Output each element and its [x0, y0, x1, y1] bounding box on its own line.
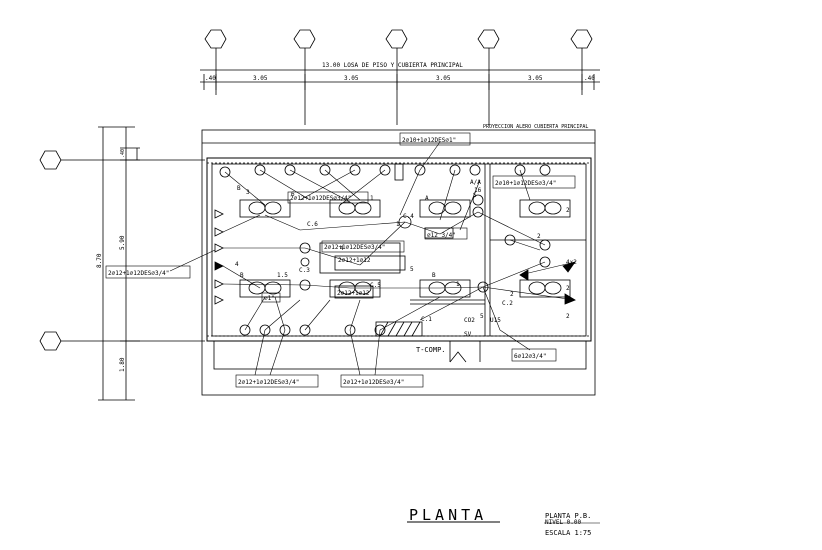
mark-c3: C.3 [299, 267, 310, 274]
mark-n5b: 5 [410, 266, 414, 273]
mark-n1b: 1 [370, 195, 374, 202]
mark-d12: ∅12 3/4" [427, 232, 456, 239]
drawing-title: PLANTA [409, 506, 487, 524]
mark-n2e: 2 [510, 291, 514, 298]
mark-n1: 1 [456, 281, 460, 288]
mark-d1: ∅1" [264, 295, 275, 302]
dim-top-2: 3.05 [344, 75, 359, 82]
beam-label-9: 2∅12+1∅12 [338, 257, 371, 264]
dim-top-1: 3.05 [253, 75, 268, 82]
beam-label-4: 2∅12+1∅12DES∅3/4" [324, 244, 385, 251]
drawing-subtitle: PLANTA P.B. [545, 512, 591, 520]
circuit-wiring [222, 169, 576, 331]
mark-c5: C.5 [370, 282, 381, 289]
top-dimension [200, 69, 600, 90]
mark-c6: C.6 [307, 221, 318, 228]
mark-co2: CO2 [464, 317, 475, 324]
mark-b2: B [240, 272, 244, 279]
mark-c1: C.1 [421, 316, 432, 323]
beam-label-8: 6∅12∅3/4" [514, 353, 547, 360]
beam-label-3: 2∅12+1∅12DES∅3/4" [290, 195, 351, 202]
mark-n2d: 2 [566, 285, 570, 292]
mark-aa: A/A [470, 179, 481, 186]
mark-n15: 1.5 [277, 272, 288, 279]
tcomp-label: T-COMP. [416, 346, 446, 354]
slab-label: 13.00 LOSA DE PISO Y CUBIERTA PRINCIPAL [322, 62, 463, 69]
outlets-top [219, 164, 551, 178]
mark-n5: 5 [480, 313, 484, 320]
dim-top-0: .40 [205, 75, 216, 82]
beam-label-6: 2∅12+1∅12DES∅3/4" [238, 379, 299, 386]
panel-board [375, 321, 423, 337]
beam-label-7: 2∅12+1∅12DES∅3/4" [343, 379, 404, 386]
roof-projection-outline [201, 129, 596, 396]
mark-n4b: 4 [340, 245, 344, 252]
beam-label-10: 2∅12+1∅12 [337, 290, 370, 297]
drawing-nivel: NIVEL 0.00 [545, 519, 582, 526]
dim-left-b: 1.80 [119, 357, 126, 372]
projection-label: PROYECCION ALERO CUBIERTA PRINCIPAL [483, 124, 588, 130]
mark-u15: U15 [490, 317, 501, 324]
mark-c4: C.4 [403, 213, 414, 220]
left-dimensions [98, 126, 140, 401]
dim-left-small: .40 [120, 149, 126, 158]
mark-b3: B [432, 272, 436, 279]
mark-n6: 6 [291, 191, 295, 198]
mark-c2: C.2 [502, 300, 513, 307]
outlets-bottom [239, 324, 386, 336]
mark-s: S [473, 192, 477, 199]
left-switches [214, 209, 224, 305]
mark-a: A [425, 195, 429, 202]
mark-b: B [237, 185, 241, 192]
leader-lines [169, 141, 531, 376]
dim-top-4: 3.05 [528, 75, 543, 82]
beam-label-5: 2∅12+1∅12DES∅3/4" [108, 270, 169, 277]
luminaires [239, 199, 571, 299]
mark-n1c: 1 [396, 221, 400, 228]
dim-left-total: 8.70 [96, 253, 103, 268]
mark-sv: SV [464, 331, 472, 338]
mark-n2c: 2 [566, 313, 570, 320]
mark-n4: 4 [235, 261, 239, 268]
mark-n4x2: 4x2 [566, 259, 577, 266]
mark-n3: 3 [246, 189, 250, 196]
dim-top-5: .40 [584, 75, 595, 82]
dim-top-3: 3.05 [436, 75, 451, 82]
mark-n2b: 2 [537, 233, 541, 240]
mark-n16: 16 [474, 187, 482, 194]
dim-left-a: 5.90 [119, 235, 126, 250]
beam-label-boxes [105, 132, 576, 388]
mark-n2: 2 [566, 207, 570, 214]
drawing-escala: ESCALA 1:75 [545, 529, 591, 537]
beam-label-1: 2∅10+1∅12DES∅1" [402, 137, 456, 144]
beam-label-2: 2∅10+1∅12DES∅3/4" [495, 180, 556, 187]
